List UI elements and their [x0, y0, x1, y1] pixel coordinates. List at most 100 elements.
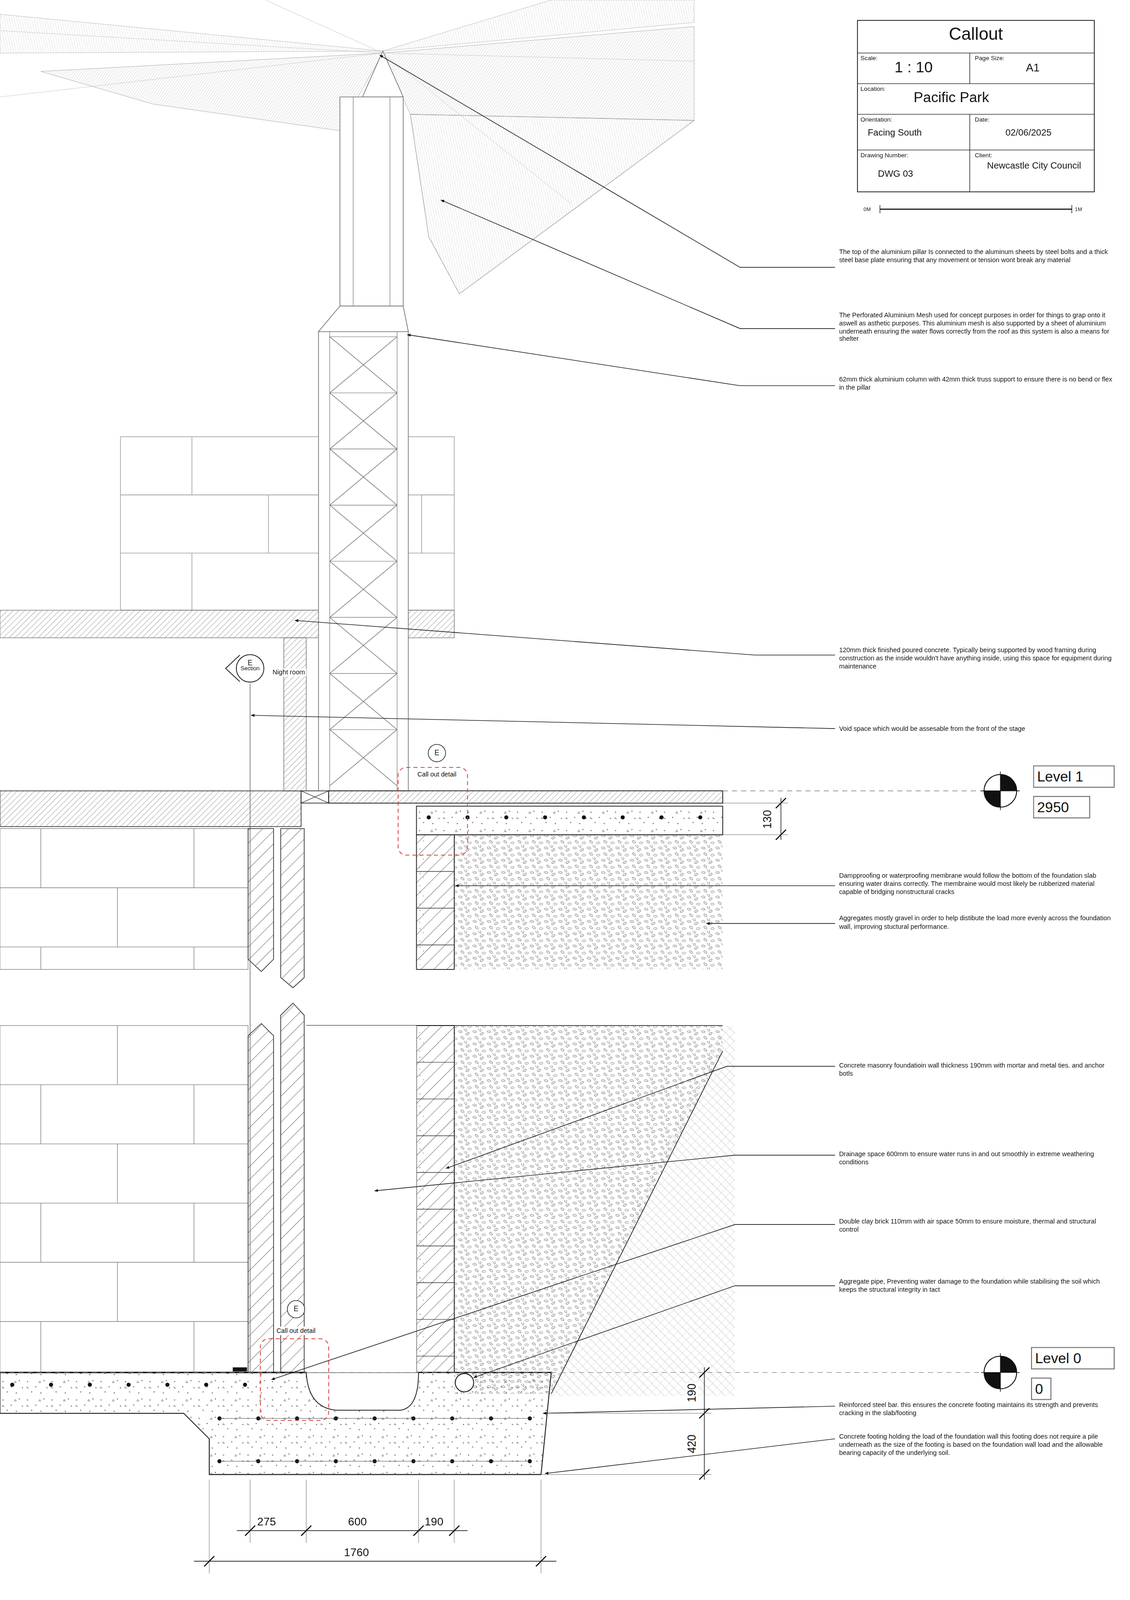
table-cell: Facing South [867, 127, 923, 139]
roof-edge [382, 52, 695, 62]
table-cell: Drawing Number: [860, 151, 909, 160]
callout-marker: ECall out detail [405, 743, 469, 781]
node-caption: Call out detail [416, 770, 458, 779]
leader-line [251, 715, 836, 729]
truss-brace [329, 505, 397, 562]
pillar-transition [318, 306, 409, 332]
roof-mesh [410, 114, 695, 294]
dimension-line [193, 1561, 557, 1562]
section-line [249, 683, 251, 1373]
node-heading: Level 1 [1037, 767, 1109, 787]
rebar-dot [698, 815, 703, 820]
truss-brace [329, 729, 397, 786]
mortar-joint [117, 1262, 118, 1322]
rebar-dot [204, 1382, 209, 1387]
roof-edge [0, 52, 383, 97]
mortar-joint [0, 946, 249, 947]
drainage-edge [306, 1372, 307, 1378]
roof-mesh [40, 52, 383, 131]
clay-brick-leaf [248, 828, 274, 972]
roof-edge [0, 30, 383, 54]
scale-bar-tick [879, 205, 881, 214]
mortar-joint [117, 887, 118, 947]
truss-strut [329, 673, 397, 674]
leader-lines [251, 55, 836, 1474]
section-marker: ESection [235, 654, 265, 683]
extension-line [306, 1479, 307, 1544]
level-value-box: 0 [1031, 1377, 1052, 1401]
annotation-note: Aggregates mostly gravel in order to hel… [838, 914, 1115, 931]
pillar-line [389, 96, 391, 307]
mortar-joint [0, 1084, 249, 1085]
title-block-rule [857, 52, 1095, 54]
table-cell: Client: [974, 151, 993, 160]
truss-brace [329, 561, 397, 618]
expansion-joint-cross [301, 791, 329, 804]
leader-line [446, 1066, 835, 1169]
leader-line [374, 1155, 836, 1192]
table-cell: Page Size: [974, 55, 1005, 63]
pillar-line [353, 96, 354, 307]
rebar-dot [504, 815, 509, 820]
mortar-joint [40, 828, 42, 888]
drainage-trough [306, 1372, 419, 1411]
leader-line [271, 1224, 836, 1380]
extension-line [418, 1479, 419, 1544]
table-cell: 1 : 10 [877, 58, 950, 77]
level-symbol-quadrant [1000, 774, 1017, 791]
mortar-joint [40, 946, 42, 970]
level-symbol-quadrant [984, 1372, 1001, 1389]
node-caption: Section [235, 666, 265, 673]
level-symbol-quadrant [1000, 1356, 1017, 1373]
mortar-joint [0, 887, 249, 889]
truss-strut [329, 448, 397, 450]
annotation-note: Dampproofing or waterproofing membrane w… [838, 871, 1115, 896]
annotation-note: Concrete footing holding the load of the… [838, 1432, 1115, 1457]
level-value-box: 2950 [1033, 795, 1091, 819]
concrete-footing [0, 1372, 552, 1475]
table-cell: Location: [860, 85, 886, 94]
table-cell: DWG 03 [877, 168, 914, 180]
truss-strut [329, 504, 397, 506]
leader-line [455, 885, 835, 886]
table-cell: A1 [1026, 61, 1040, 75]
mortar-joint [40, 1321, 42, 1373]
stage-floor [328, 791, 723, 804]
brick-wall [0, 1025, 249, 1373]
rebar-dot [426, 815, 431, 820]
annotation-note: The Perforated Aluminium Mesh used for c… [838, 311, 1115, 344]
rebar-dot [48, 1382, 53, 1387]
table-cell: Orientation: [860, 116, 893, 124]
dimension-value: 600 [348, 1515, 367, 1530]
mortar-joint [117, 1144, 118, 1204]
damp-membrane [418, 1371, 552, 1373]
floor-slab [0, 791, 302, 827]
truss-brace [329, 561, 397, 618]
foundation-slab [416, 806, 723, 835]
pillar-cap [362, 51, 404, 98]
title-block-rule [969, 114, 970, 193]
leader-line [407, 334, 835, 387]
annotation-note: Drainage space 600mm to ensure water run… [838, 1149, 1115, 1166]
node-heading: Level 0 [1035, 1349, 1109, 1368]
extension-line [551, 1412, 712, 1414]
callout-marker: ECall out detail [264, 1299, 328, 1337]
truss-strut [329, 336, 397, 337]
truss-strut [329, 392, 397, 394]
level-name-box: Level 1 [1033, 765, 1116, 788]
rebar-dot [581, 815, 586, 820]
leader-line [441, 200, 836, 329]
mortar-joint [0, 1321, 249, 1322]
drawing-title: Callout [857, 24, 1095, 46]
truss-strut [329, 729, 397, 730]
dimension-line [780, 798, 782, 841]
brick-outline [0, 828, 249, 970]
annotation-note: Reinforced steel bar. this ensures the c… [838, 1401, 1115, 1418]
truss-brace [329, 392, 397, 449]
table-cell: Date: [974, 116, 990, 124]
title-block-rule [969, 52, 970, 84]
extension-line [541, 1474, 712, 1475]
dimension-value: 420 [685, 1433, 699, 1455]
annotation-note: 120mm thick finished poured concrete. Ty… [838, 645, 1115, 670]
annotation-note: Void space which would be assesable from… [838, 724, 1115, 733]
